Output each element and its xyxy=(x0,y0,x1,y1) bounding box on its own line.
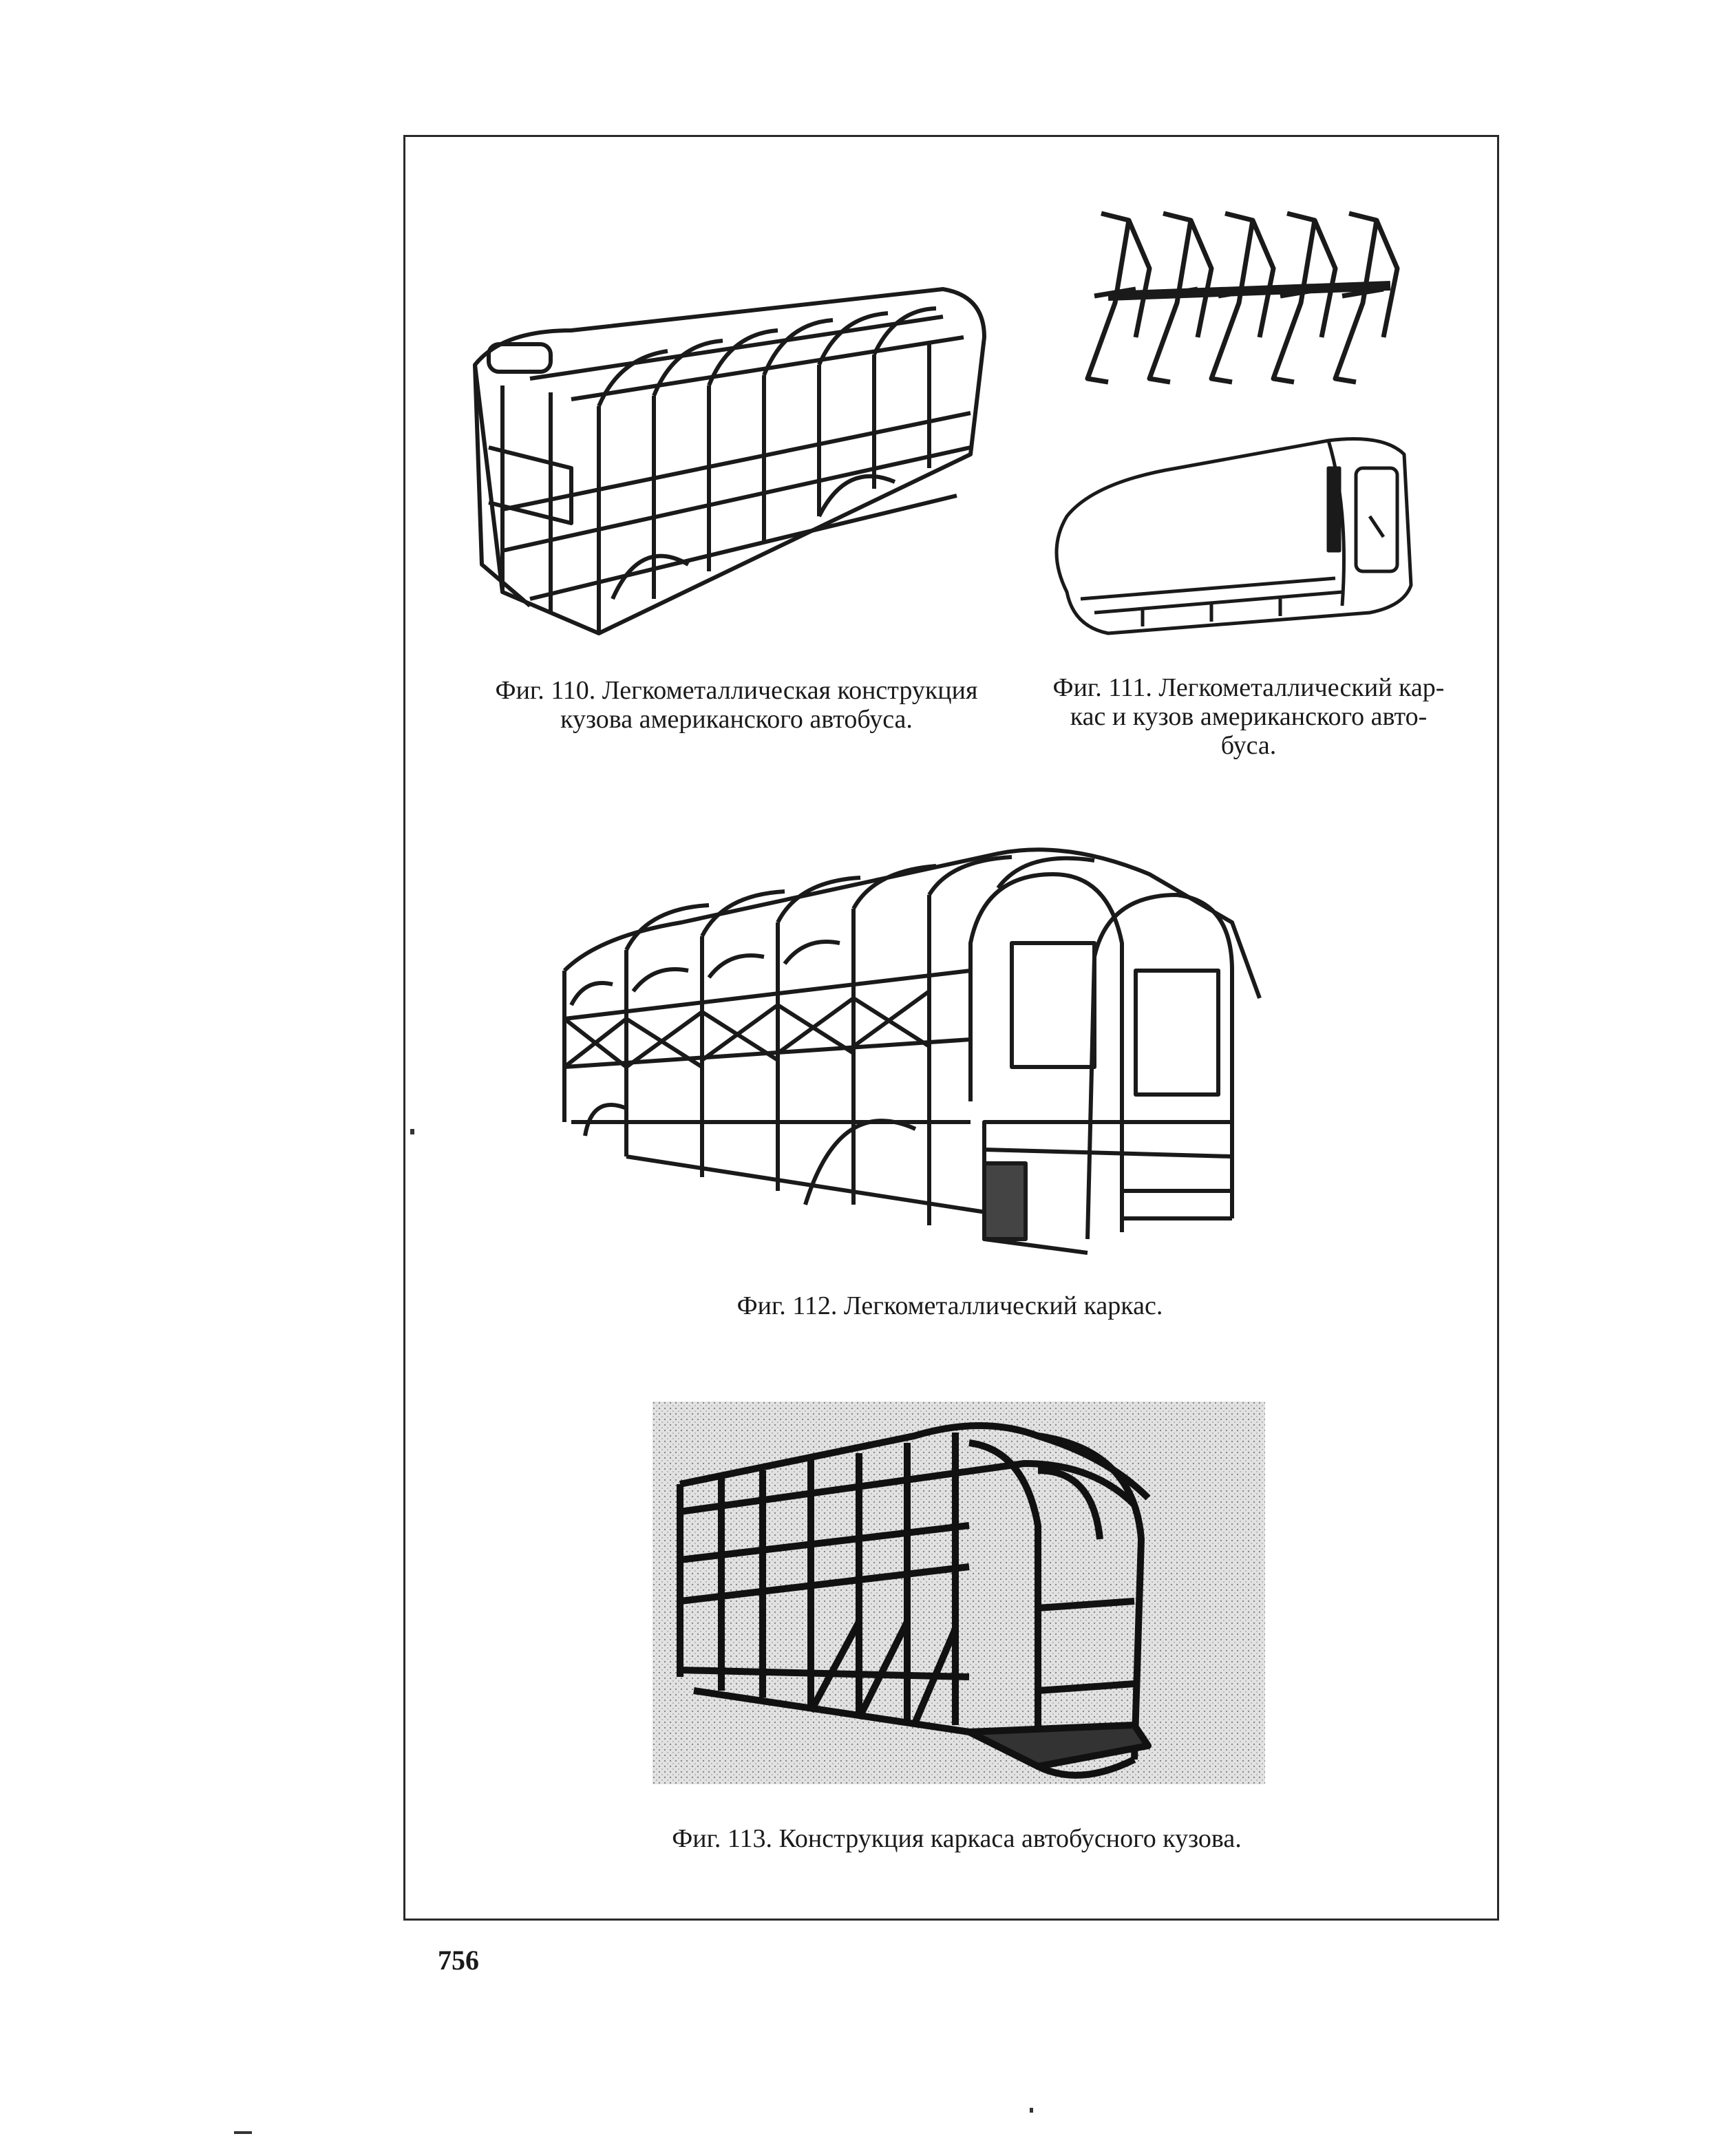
figure-113-bus-frame-photograph xyxy=(653,1402,1265,1784)
caption-line: Фиг. 113. Конструкция каркаса автобусног… xyxy=(672,1824,1242,1853)
figure-111-caption: Фиг. 111. Легкометаллический кар- кас и … xyxy=(1042,673,1455,760)
caption-line: буса. xyxy=(1220,731,1277,760)
figure-113-caption: Фиг. 113. Конструкция каркаса автобусног… xyxy=(633,1824,1280,1853)
figure-110-bus-frame-illustration xyxy=(461,275,998,647)
page-border-frame xyxy=(403,135,1499,1921)
scan-speck xyxy=(1030,2108,1033,2113)
figure-112-caption: Фиг. 112. Легкометаллический каркас. xyxy=(688,1291,1211,1320)
figure-110-caption: Фиг. 110. Легкометаллическая конструкция… xyxy=(468,676,1005,734)
scan-speck xyxy=(234,2131,252,2134)
figure-111-frame-sections-illustration xyxy=(1067,200,1411,392)
page-number: 756 xyxy=(438,1945,479,1976)
caption-line: кас и кузов американского авто- xyxy=(1070,702,1428,731)
figure-112-lightweight-frame-illustration xyxy=(544,833,1356,1273)
figure-111-body-shell-illustration xyxy=(1039,427,1425,640)
caption-line: Фиг. 112. Легкометаллический каркас. xyxy=(736,1291,1163,1320)
caption-line: Фиг. 110. Легкометаллическая конструкция xyxy=(495,676,978,705)
scan-speck xyxy=(410,1129,414,1134)
caption-line: кузова американского автобуса. xyxy=(560,705,913,734)
caption-line: Фиг. 111. Легкометаллический кар- xyxy=(1052,673,1445,702)
